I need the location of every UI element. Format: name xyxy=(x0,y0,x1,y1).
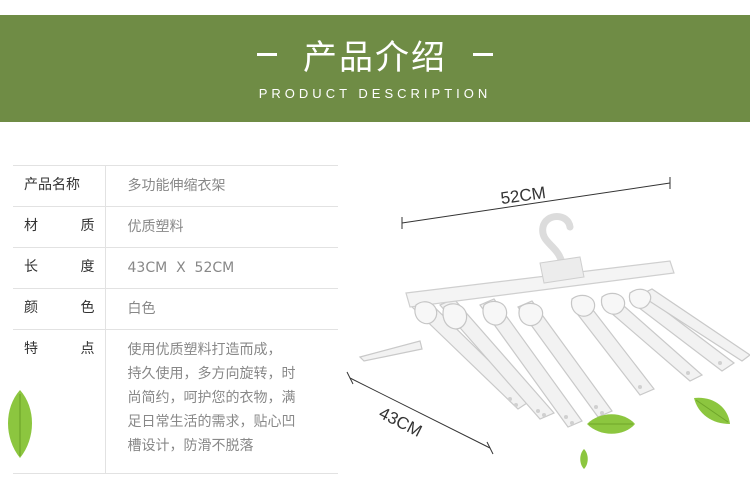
feature-line: 持久使用，多方向旋转，时 xyxy=(127,366,296,382)
spec-label: 特点 xyxy=(13,329,106,474)
feature-line: 槽设计，防滑不脱落 xyxy=(127,438,254,454)
spec-label-char: 色 xyxy=(80,300,95,316)
spec-value: 优质塑料 xyxy=(105,206,338,248)
spec-label-char: 质 xyxy=(80,218,95,234)
feature-line: 使用优质塑料打造而成， xyxy=(127,342,282,358)
spec-row-name: 产品名称 多功能伸缩衣架 xyxy=(13,165,338,207)
leaf-icon xyxy=(580,449,588,469)
spec-value: 43CM X 52CM xyxy=(105,247,338,289)
hanger-illustration: 52CM 43CM xyxy=(346,177,750,455)
spec-label: 材质 xyxy=(13,206,106,248)
depth-dimension: 43CM xyxy=(346,371,494,455)
spec-table: 产品名称 多功能伸缩衣架 材质 优质塑料 长度 43CM X 52CM 颜色 白… xyxy=(13,165,338,474)
spec-label: 产品名称 xyxy=(13,165,106,207)
title-dash-right xyxy=(473,52,493,56)
feature-line: 足日常生活的需求，贴心凹 xyxy=(127,414,296,430)
spec-label-char: 度 xyxy=(80,259,95,275)
leaf-icon xyxy=(587,414,635,434)
spec-row-color: 颜色 白色 xyxy=(13,288,338,330)
arm-holes xyxy=(508,361,722,425)
header-banner xyxy=(0,15,750,122)
hanger-bar xyxy=(405,256,675,308)
spec-label: 长度 xyxy=(13,247,106,289)
spec-label-text: 产品名称 xyxy=(24,177,80,193)
width-label: 52CM xyxy=(499,183,547,208)
spec-value: 多功能伸缩衣架 xyxy=(105,165,338,207)
spec-label-char: 长 xyxy=(24,259,38,275)
width-dimension: 52CM xyxy=(401,177,671,229)
title-dash-left xyxy=(257,52,277,56)
spec-value: 白色 xyxy=(105,288,338,330)
spec-row-features: 特点 使用优质塑料打造而成， 持久使用，多方向旋转，时 尚简约，呵护您的衣物，满… xyxy=(13,329,338,474)
spec-row-size: 长度 43CM X 52CM xyxy=(13,247,338,289)
spec-label-char: 颜 xyxy=(24,300,38,316)
spec-label-char: 特 xyxy=(24,341,38,357)
page-title: 产品介绍 xyxy=(303,37,447,78)
depth-label: 43CM xyxy=(376,403,425,441)
feature-line: 尚简约，呵护您的衣物，满 xyxy=(127,390,296,406)
page-subtitle: PRODUCT DESCRIPTION xyxy=(258,86,492,101)
spec-label: 颜色 xyxy=(13,288,106,330)
title-row: 产品介绍 xyxy=(0,30,750,78)
spec-label-char: 材 xyxy=(24,218,38,234)
hanger-hook xyxy=(539,213,574,267)
leaf-icon xyxy=(694,397,730,424)
spec-row-material: 材质 优质塑料 xyxy=(13,206,338,248)
spec-label-char: 点 xyxy=(80,341,95,357)
hanger-clips xyxy=(414,288,652,330)
spec-value-text: 43CM X 52CM xyxy=(127,260,235,276)
spec-value: 使用优质塑料打造而成， 持久使用，多方向旋转，时 尚简约，呵护您的衣物，满 足日… xyxy=(105,329,338,474)
leaf-icon xyxy=(8,390,32,458)
